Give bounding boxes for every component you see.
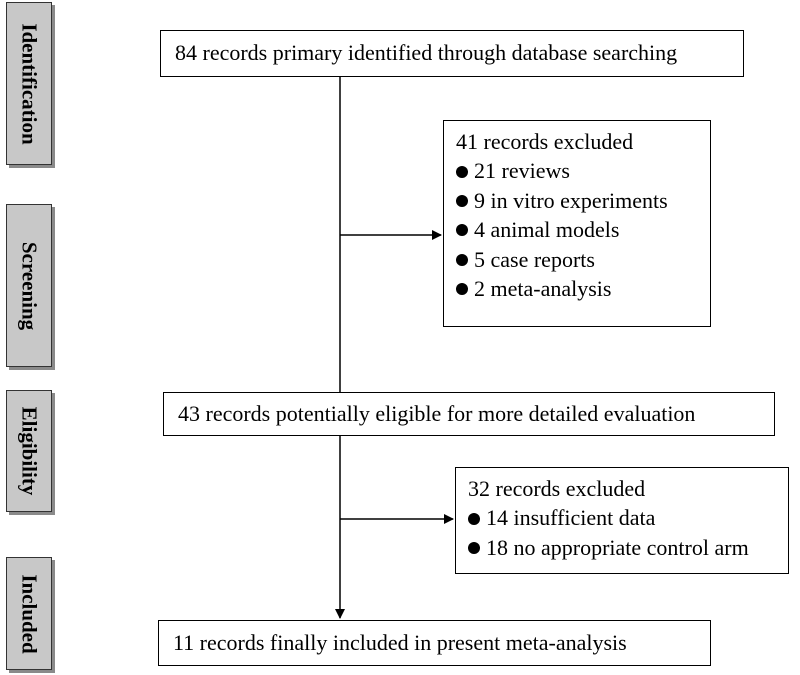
excluded-box-2: 32 records excluded 14 insufficient data… (455, 467, 789, 574)
excluded-2-title: 32 records excluded (468, 476, 646, 501)
excluded-1-title: 41 records excluded (456, 129, 634, 154)
bullet-icon (456, 194, 468, 207)
stage-included: Included (6, 557, 52, 670)
excluded-2-list: 14 insufficient data 18 no appropriate c… (468, 505, 776, 561)
list-item: 21 reviews (456, 158, 698, 184)
eligible-text: 43 records potentially eligible for more… (178, 400, 696, 426)
list-item: 14 insufficient data (468, 505, 776, 531)
bullet-icon (456, 165, 468, 178)
list-item: 4 animal models (456, 217, 698, 243)
bullet-icon (468, 541, 480, 554)
bullet-icon (468, 512, 480, 525)
included-text: 11 records finally included in present m… (173, 629, 627, 655)
list-item: 18 no appropriate control arm (468, 535, 776, 561)
eligible-box: 43 records potentially eligible for more… (163, 392, 775, 436)
stage-eligibility: Eligibility (6, 390, 52, 512)
stage-screening: Screening (6, 204, 52, 367)
excluded-box-1: 41 records excluded 21 reviews 9 in vitr… (443, 120, 711, 327)
identified-box: 84 records primary identified through da… (160, 30, 744, 77)
bullet-icon (456, 253, 468, 266)
bullet-icon (456, 283, 468, 296)
identified-text: 84 records primary identified through da… (175, 40, 678, 66)
stage-identification: Identification (6, 2, 52, 165)
list-item: 5 case reports (456, 247, 698, 273)
list-item: 9 in vitro experiments (456, 188, 698, 214)
excluded-1-list: 21 reviews 9 in vitro experiments 4 anim… (456, 158, 698, 302)
list-item: 2 meta-analysis (456, 276, 698, 302)
included-box: 11 records finally included in present m… (158, 620, 711, 666)
bullet-icon (456, 224, 468, 237)
